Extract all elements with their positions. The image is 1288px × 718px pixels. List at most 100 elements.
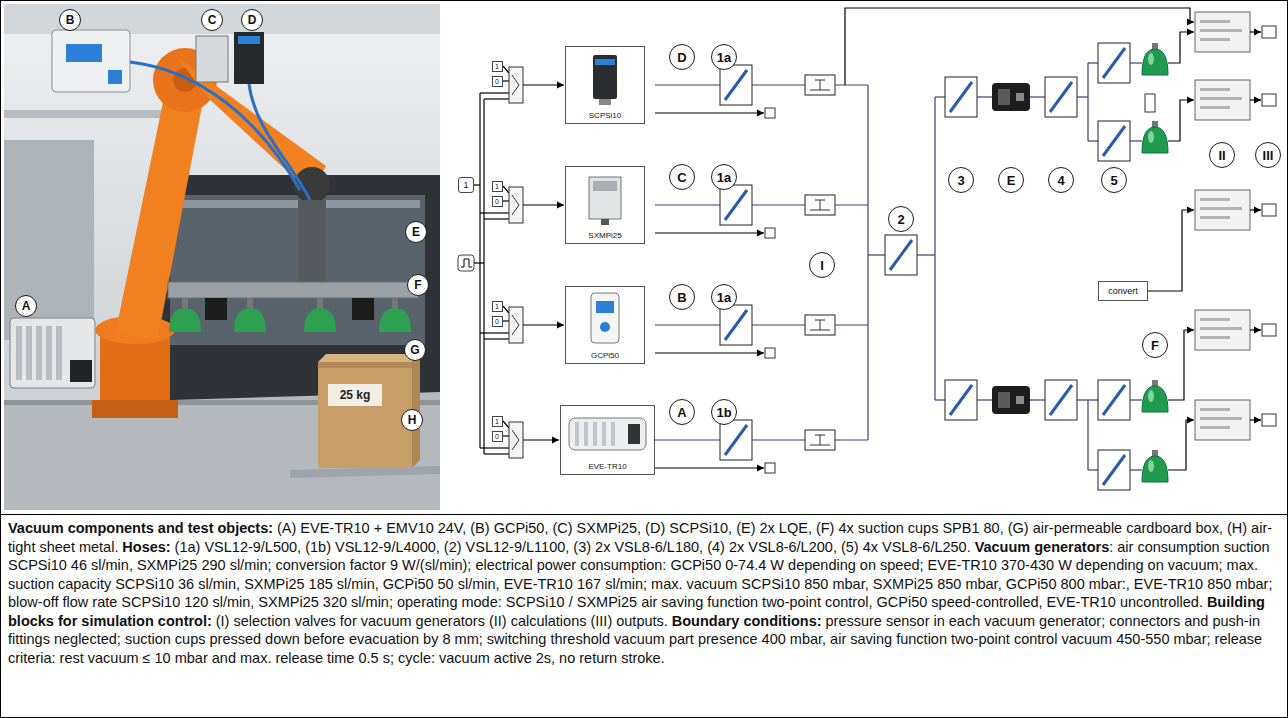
physical-line [1130,62,1142,63]
lqe-detail [998,392,1010,408]
hose-block [720,305,752,345]
wire [503,66,509,73]
scpsi10-photo [234,32,264,84]
constant-value: 1 [492,416,503,427]
hose-block [1045,77,1077,117]
wire [483,99,484,454]
block-detail [1200,216,1230,219]
hose-symbol [725,70,747,100]
hose-symbol [950,82,972,112]
enclosure-window [170,195,425,345]
wire [474,184,480,185]
block-detail [1200,20,1230,23]
hose-symbol [1103,455,1125,485]
photo-callout: B [59,9,81,31]
wire [480,92,509,93]
block-label: SXMPi25 [588,232,621,240]
block-detail [1200,38,1230,41]
physical-line [1088,399,1098,400]
vacuum-generator-block: GCPi50 [565,286,645,364]
calculation-block [1195,12,1250,52]
physical-line [752,324,805,325]
selection-valve [805,430,835,450]
photo-callout: H [401,409,423,431]
wire [474,262,484,263]
pump-body [569,418,646,450]
calculation-block [1195,400,1250,440]
wire [480,332,509,333]
photo-hose [249,84,310,200]
callout-number: D [669,44,695,70]
cup-neck [247,298,253,308]
output-terminator [1262,414,1276,426]
output-terminator [1262,204,1276,216]
photo-callout: D [241,9,263,31]
cup-neck [392,298,398,308]
wire [503,80,509,81]
wall-beam [4,110,164,118]
vacuum-generator-block: EVE-TR10 [560,405,655,475]
physical-line [1130,399,1142,400]
physical-line [1087,63,1088,141]
constant-value: 1 [492,181,503,192]
physical-line [1087,400,1088,470]
pump-fin [56,326,62,380]
pump-fin [584,422,588,446]
robot-lower-arm [115,78,205,338]
wire [1168,420,1194,470]
callout-number: 1a [711,44,737,70]
ejector-led [595,59,615,65]
pump-motor [628,424,640,444]
wire [503,435,509,436]
physical-line [934,97,935,400]
switch-block [509,422,523,458]
pump-fin [611,422,615,446]
wire [1168,100,1194,141]
wire [480,212,509,213]
physical-line [977,399,992,400]
cup-neck [182,298,188,308]
pulse-symbol [461,259,472,267]
wire [655,352,764,353]
physical-line [835,204,868,205]
robot-photo [4,4,440,510]
callout-number: 4 [1048,167,1074,193]
suction-cup-photo [379,308,411,332]
callout-number: 1a [711,284,737,310]
callout-number: 5 [1101,167,1127,193]
hose-block [1045,380,1077,420]
output-terminator [1262,26,1276,38]
physical-line [1130,140,1142,141]
hose-block [885,235,917,275]
hose-symbol [890,240,912,270]
physical-line [835,84,868,85]
callout-number: E [998,167,1024,193]
photo-background [4,4,440,510]
wall-panel [4,140,94,340]
valve-symbol [810,320,830,330]
switch-symbol [512,315,519,335]
hose-block [1098,43,1130,83]
hose-symbol [950,385,972,415]
vacuum-pump-photo [10,318,95,388]
pump-fin [46,326,52,380]
caption-heading: Boundary conditions: [672,613,822,629]
caption-heading: Vacuum components and test objects: [8,520,273,536]
wire [655,467,764,468]
block-label: GCPi50 [591,352,619,360]
caption-body: (1a) VSL12-9/L500, (1b) VSL12-9/L4000, (… [175,539,971,555]
wire [503,306,509,313]
cup-neck [317,298,323,308]
wire [484,453,509,454]
callout-number: F [1142,332,1168,358]
pump-fin [26,326,32,380]
wire [484,98,509,99]
hose-block [720,65,752,105]
pulse-input [458,255,474,271]
switch-symbol [512,75,519,95]
callout-number: A [669,399,695,425]
wire [484,218,509,219]
ejector-port [601,219,609,225]
selection-valve [805,195,835,215]
